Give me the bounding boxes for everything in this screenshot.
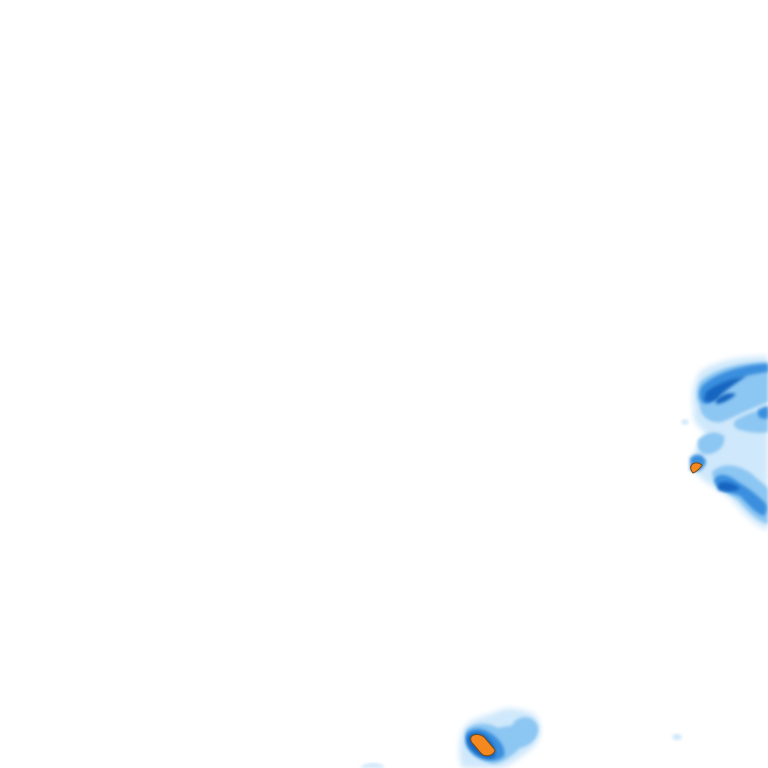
east-cell-light-fleck-b [681, 419, 689, 425]
east-storm-cell [681, 356, 768, 530]
south-cell-moderate-east [512, 717, 539, 743]
east-cell-light-fleck-a [744, 444, 764, 455]
east-cell-heavy-mid [758, 406, 768, 419]
south-cell-extreme-core [470, 734, 496, 757]
east-cell-heavy-upper-arc [699, 364, 768, 404]
east-cell-veryheavy-upper-b [716, 393, 736, 404]
south-storm-cell [360, 708, 682, 768]
east-cell-moderate-west [697, 432, 725, 455]
east-cell-veryheavy-upper [704, 376, 746, 403]
east-cell-veryheavy-lower [718, 481, 740, 492]
east-cell-extreme-core [690, 462, 703, 474]
south-cell-light-fleck [360, 763, 384, 768]
south-cell-light-fleck-east [672, 733, 682, 741]
